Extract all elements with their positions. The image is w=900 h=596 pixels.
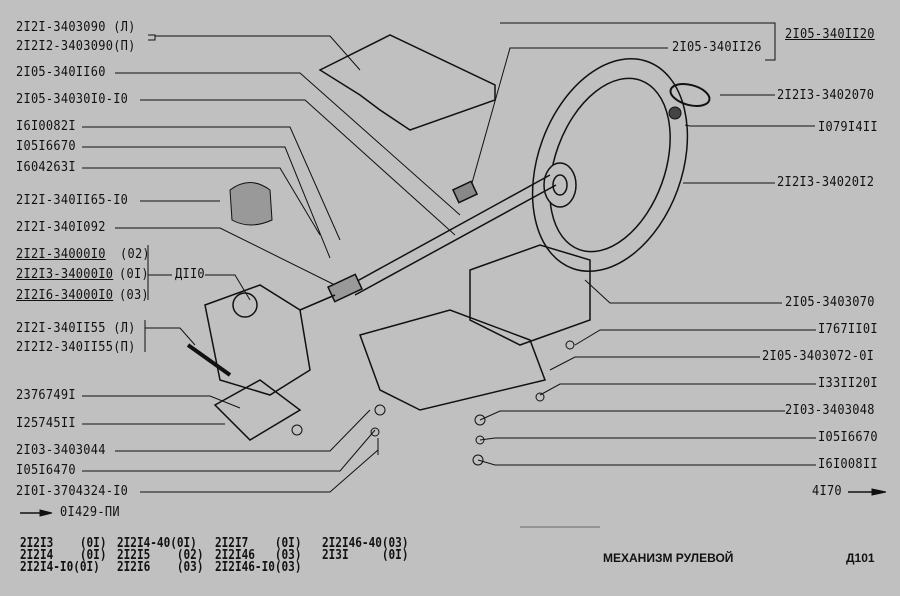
label-part: 2I2I-340II55 (Л) <box>16 321 136 336</box>
label-part: 2I2I-340II65-I0 <box>16 193 129 208</box>
label-part: 2I05-3403072-0I <box>762 349 875 364</box>
label-part: 2I0I-3704324-I0 <box>16 484 129 499</box>
label-part: I05I6470 <box>16 463 76 478</box>
label-part: 2I03-3403044 <box>16 443 106 458</box>
label-variant: (0I) <box>119 267 149 282</box>
label-part: I33II20I <box>818 376 878 391</box>
label-part: I6I0082I <box>16 119 76 134</box>
fasteners <box>291 340 575 466</box>
prev-page-reference[interactable]: 0I429-ПИ <box>60 505 120 520</box>
label-part: 2I05-3403070 <box>785 295 875 310</box>
bracket <box>318 34 496 131</box>
label-assembly: 2I2I-34000I0 <box>16 247 106 262</box>
label-part: 2I05-34030I0-I0 <box>16 92 129 107</box>
page-code: Д101 <box>846 551 875 565</box>
model-entry: 2I3I (0I) <box>322 548 409 563</box>
label-part: I079I4II <box>818 120 878 135</box>
label-assembly: 2I2I6-34000I0 <box>16 288 114 303</box>
label-part: 2I2I2-3403090(П) <box>16 39 136 54</box>
model-entry: 2I2I4 (0I) <box>20 548 107 563</box>
label-part: 2I2I3-3402070 <box>777 88 875 103</box>
leader-lines-left <box>20 34 461 517</box>
model-entry: 2I2I6 (03) <box>117 560 204 575</box>
steering-wheel <box>531 57 689 273</box>
label-part: 2I2I-340I092 <box>16 220 106 235</box>
horn-ring-and-nut <box>668 83 711 120</box>
steering-shaft <box>299 174 557 311</box>
model-entry: 2I2I46 (03) <box>215 548 302 563</box>
label-part: 2I2I2-340II55(П) <box>16 340 136 355</box>
label-part: 2I05-340II26 <box>672 40 762 55</box>
model-entry: 2I2I3 (0I) <box>20 536 107 551</box>
diagram-title: МЕХАНИЗМ РУЛЕВОЙ <box>603 551 734 565</box>
label-variant: (02) <box>120 247 150 262</box>
column-shroud <box>359 244 591 411</box>
leader-lines-right <box>469 22 887 528</box>
label-part: I05I6670 <box>16 139 76 154</box>
model-entry: 2I2I46-40(03) <box>322 536 409 551</box>
boot <box>229 182 273 226</box>
model-entry: 2I2I5 (02) <box>117 548 204 563</box>
label-part: 2376749I <box>16 388 76 403</box>
model-entry: 2I2I4-I0(0I) <box>20 560 100 575</box>
label-part: I767II0I <box>818 322 878 337</box>
label-part: 2I2I-3403090 (Л) <box>16 20 136 35</box>
model-entry: 2I2I7 (0I) <box>215 536 302 551</box>
label-variant: (03) <box>119 288 149 303</box>
group-label: ДII0 <box>175 267 205 282</box>
label-part: I25745II <box>16 416 76 431</box>
label-part: 2I03-3403048 <box>785 403 875 418</box>
steering-gear <box>186 284 311 441</box>
label-assembly: 2I05-340II20 <box>785 27 875 42</box>
model-entry: 2I2I4-40(0I) <box>117 536 197 551</box>
label-part: 2I2I3-34020I2 <box>777 175 875 190</box>
label-part: I604263I <box>16 160 76 175</box>
label-part: 2I05-340II60 <box>16 65 106 80</box>
next-page-reference[interactable]: 4I70 <box>812 484 842 499</box>
label-part: I6I008II <box>818 457 878 472</box>
model-entry: 2I2I46-I0(03) <box>215 560 302 575</box>
label-part: I05I6670 <box>818 430 878 445</box>
label-assembly: 2I2I3-34000I0 <box>16 267 114 282</box>
